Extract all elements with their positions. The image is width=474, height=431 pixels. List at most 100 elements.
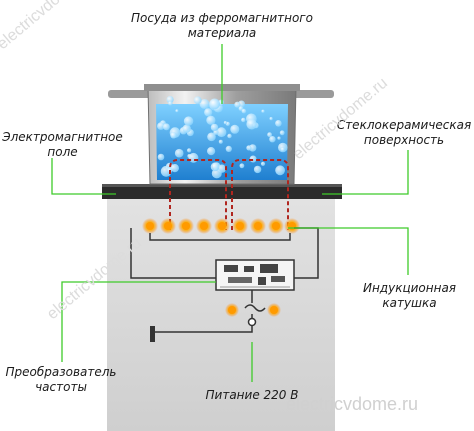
label-em-field: Электромагнитное поле — [0, 130, 125, 160]
label-glass-surface: Стеклокерамическая поверхность — [334, 118, 474, 148]
circuit-board-icon — [215, 259, 295, 291]
magnetic-field-loop-right — [231, 159, 289, 230]
coil-turn — [218, 222, 226, 230]
bubble — [210, 123, 219, 132]
bubble — [163, 123, 170, 131]
bubble — [267, 132, 272, 138]
bubble — [218, 139, 223, 144]
bubble — [187, 148, 192, 153]
pot-left-handle — [108, 90, 154, 98]
bubble — [170, 164, 179, 173]
label-converter-line1: Преобразователь — [5, 365, 117, 379]
bubble — [175, 109, 179, 113]
bubble — [253, 165, 262, 174]
bubble — [216, 127, 227, 138]
leader-converter — [61, 281, 216, 362]
chip — [224, 265, 238, 272]
bubble — [223, 121, 227, 125]
glass-surface-highlight — [102, 184, 342, 187]
label-coil-line1: Индукционная — [362, 281, 457, 295]
bubble — [279, 130, 285, 136]
coil-turn — [236, 222, 244, 230]
bubble — [227, 133, 232, 139]
cooktop-body — [107, 198, 335, 431]
bubble — [188, 152, 199, 163]
glass-ceramic-surface — [102, 184, 342, 199]
leader-coil — [288, 227, 409, 275]
bubble — [183, 116, 194, 126]
leader-lines — [51, 44, 409, 382]
bubble — [204, 108, 213, 117]
chip — [271, 276, 285, 282]
bubble — [157, 153, 165, 161]
bubble — [260, 161, 266, 166]
bubble — [269, 117, 273, 121]
chip — [260, 264, 278, 273]
label-power: Питание 220 В — [205, 388, 299, 402]
bubble — [225, 145, 232, 152]
coil-turn — [254, 222, 262, 230]
bubble — [174, 148, 184, 158]
coil-turn — [200, 222, 208, 230]
label-em-field-line1: Электромагнитное — [2, 130, 123, 144]
bubble — [261, 109, 265, 113]
label-cookware: Посуда из ферромагнитного материала — [128, 11, 316, 41]
label-em-field-line2: поле — [47, 145, 78, 159]
bubble — [168, 101, 173, 106]
bubble — [209, 98, 221, 110]
label-cookware-line1: Посуда из ферромагнитного — [131, 11, 313, 25]
bubble — [170, 132, 177, 139]
bubble — [277, 136, 281, 140]
bubble — [246, 145, 252, 151]
bubble — [182, 124, 191, 133]
bubble — [207, 132, 216, 142]
leader-em-field — [51, 158, 116, 195]
coil-turn — [146, 222, 154, 230]
coil-wire — [149, 233, 291, 241]
converter-board — [215, 259, 295, 291]
bubble — [269, 136, 276, 143]
bubble — [280, 147, 285, 152]
bubble — [207, 147, 216, 156]
chip — [244, 266, 254, 272]
bubble — [234, 101, 241, 108]
terminal-point — [247, 317, 257, 327]
bubble — [166, 96, 174, 104]
watermark-bottom: electricvdome.ru — [286, 394, 419, 414]
bubble — [210, 162, 220, 172]
label-coil: Индукционная катушка — [352, 281, 467, 311]
ground-symbol-icon — [150, 326, 155, 342]
cooking-pot — [108, 84, 334, 185]
coil-turn — [164, 222, 172, 230]
bubble — [206, 115, 216, 125]
coil-turn — [272, 222, 280, 230]
label-glass-surface-line2: поверхность — [363, 133, 445, 147]
magnetic-field-loop-left — [169, 159, 227, 230]
label-cookware-line2: материала — [187, 26, 257, 40]
bubble — [246, 119, 257, 130]
boiling-bubbles — [157, 96, 288, 179]
ac-source-icon — [225, 303, 281, 317]
coil-turn — [182, 222, 190, 230]
label-coil-line2: катушка — [382, 296, 437, 310]
capacitor — [258, 277, 266, 285]
coil-turn — [288, 222, 296, 230]
label-converter: Преобразователь частоты — [0, 365, 122, 395]
label-converter-line2: частоты — [35, 380, 87, 394]
induction-coil — [142, 218, 300, 234]
bubble — [193, 96, 202, 105]
bubble — [275, 120, 282, 127]
bubble — [239, 163, 245, 169]
wire-coil-to-converter-left — [130, 228, 216, 279]
bubble — [241, 108, 247, 114]
bubble — [157, 122, 165, 130]
bubble — [230, 124, 240, 134]
ac-tilde — [244, 304, 266, 312]
label-glass-surface-line1: Стеклокерамическая — [336, 118, 472, 132]
bubble — [249, 144, 257, 152]
pot-right-handle — [288, 90, 334, 98]
source-dot-left — [228, 306, 236, 314]
bubble — [199, 99, 210, 109]
